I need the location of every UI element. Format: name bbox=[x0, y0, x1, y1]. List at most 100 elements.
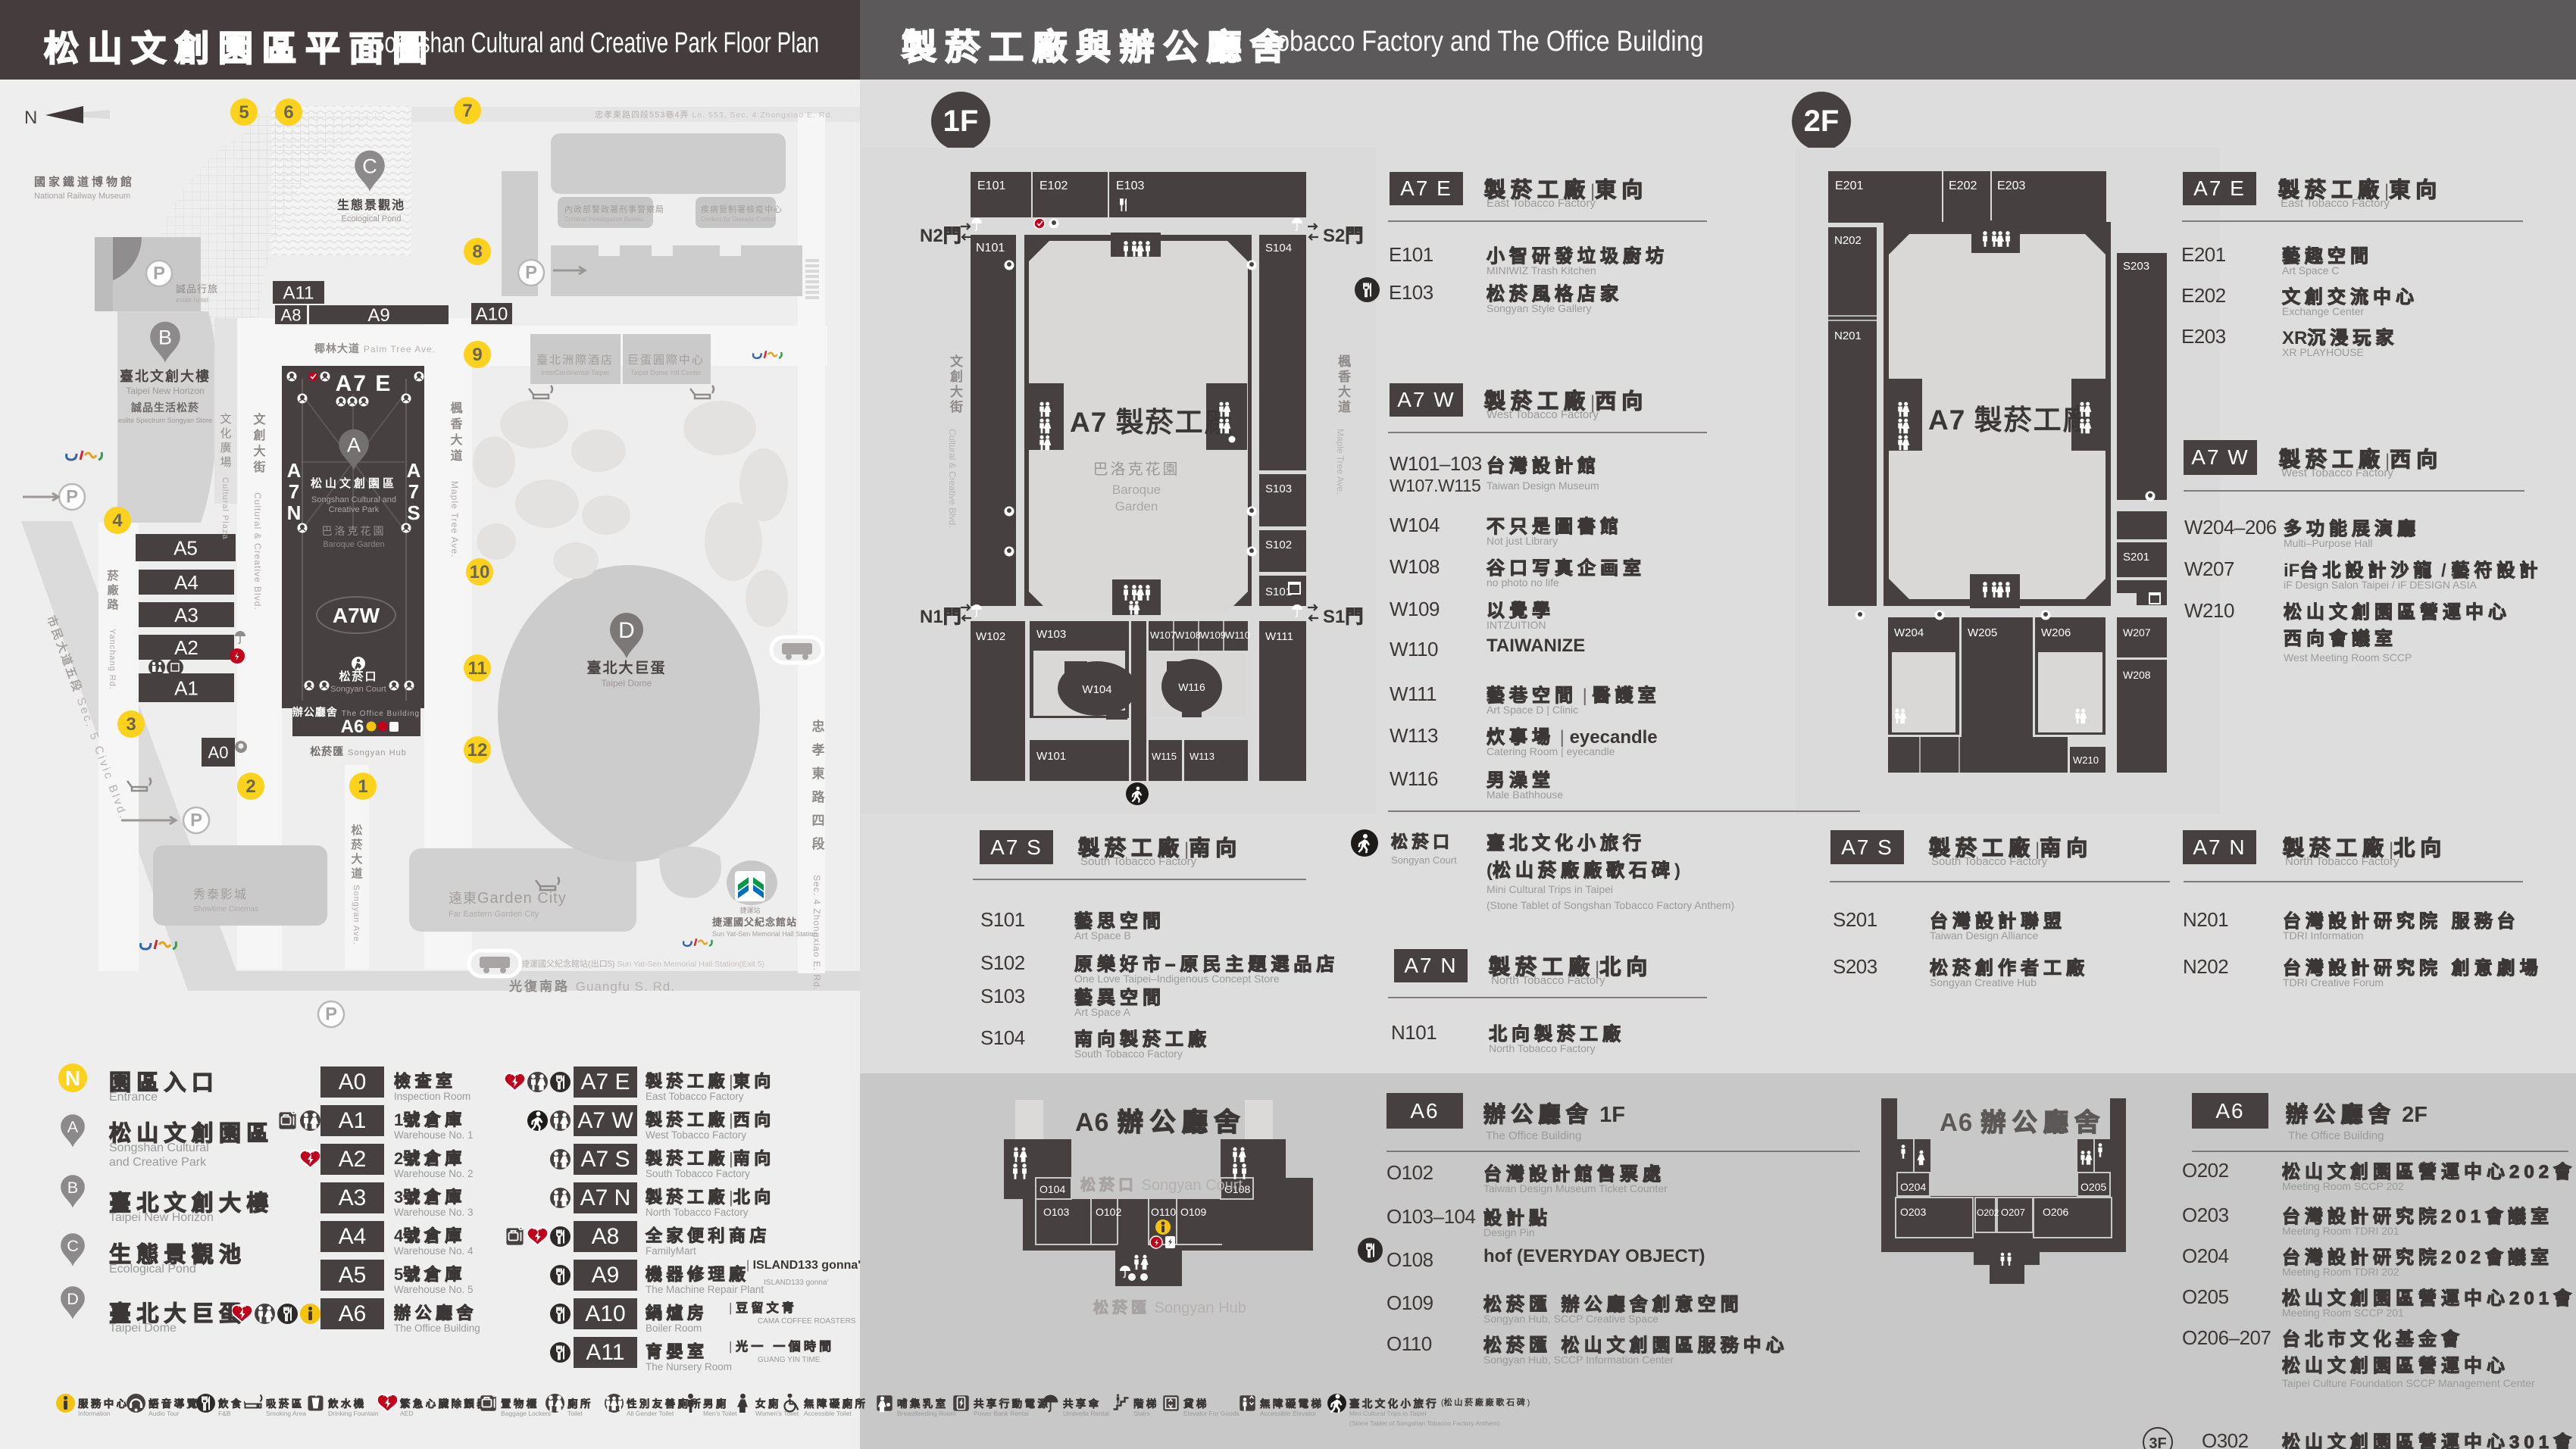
svg-text:O108: O108 bbox=[1224, 1183, 1250, 1195]
svg-text:National Railway Museum: National Railway Museum bbox=[34, 192, 130, 201]
svg-text:Cultural Plaza: Cultural Plaza bbox=[220, 477, 230, 539]
svg-text:W109: W109 bbox=[1200, 629, 1226, 641]
svg-text:W103: W103 bbox=[1036, 628, 1066, 641]
svg-text:N101: N101 bbox=[976, 242, 1005, 255]
svg-text:S103: S103 bbox=[1265, 482, 1292, 495]
svg-text:N: N bbox=[287, 501, 302, 524]
svg-text:W111: W111 bbox=[1265, 630, 1293, 643]
svg-text:Far Eastern Garden City: Far Eastern Garden City bbox=[449, 910, 539, 919]
svg-text:臺北洲際酒店: 臺北洲際酒店 bbox=[536, 354, 614, 367]
svg-text:A7W: A7W bbox=[333, 604, 380, 627]
svg-text:N: N bbox=[65, 1066, 80, 1090]
svg-text:A7 製菸工廠: A7 製菸工廠 bbox=[1928, 404, 2093, 436]
svg-text:P: P bbox=[190, 810, 202, 831]
svg-text:疾病管制署檢疫中心: 疾病管制署檢疫中心 bbox=[701, 204, 783, 214]
svg-text:W204: W204 bbox=[1894, 626, 1924, 639]
svg-text:12: 12 bbox=[467, 740, 488, 760]
svg-text:巨蛋圓際中心: 巨蛋圓際中心 bbox=[627, 354, 705, 367]
svg-text:A: A bbox=[67, 1117, 79, 1136]
svg-text:Centers for Disease Control: Centers for Disease Control bbox=[701, 216, 776, 223]
svg-text:S201: S201 bbox=[2123, 551, 2149, 564]
svg-text:文創大街: 文創大街 bbox=[252, 412, 267, 476]
svg-text:AED: AED bbox=[237, 1304, 246, 1308]
svg-text:楓香大道: 楓香大道 bbox=[449, 401, 464, 465]
svg-text:W115: W115 bbox=[1152, 751, 1177, 762]
svg-text:B: B bbox=[158, 326, 172, 348]
svg-text:6: 6 bbox=[283, 102, 293, 123]
svg-text:W108: W108 bbox=[1175, 629, 1201, 641]
svg-text:誠品生活松菸: 誠品生活松菸 bbox=[131, 401, 199, 414]
svg-text:10: 10 bbox=[470, 562, 490, 582]
svg-text:A: A bbox=[407, 459, 421, 482]
svg-text:Baroque: Baroque bbox=[1112, 482, 1161, 497]
svg-text:S203: S203 bbox=[2123, 260, 2149, 273]
svg-text:A10: A10 bbox=[476, 304, 508, 325]
svg-text:松菸匯 Songyan Hub: 松菸匯 Songyan Hub bbox=[310, 745, 407, 757]
svg-text:Ecological Pond: Ecological Pond bbox=[342, 214, 402, 223]
svg-text:A3: A3 bbox=[174, 604, 199, 626]
svg-text:內政部警政署刑事警察局: 內政部警政署刑事警察局 bbox=[564, 204, 664, 214]
svg-text:Songshan Cultural and: Songshan Cultural and bbox=[311, 495, 396, 504]
svg-text:O203: O203 bbox=[1900, 1206, 1926, 1218]
svg-text:S101: S101 bbox=[1265, 586, 1292, 598]
svg-text:W107: W107 bbox=[1150, 629, 1176, 641]
svg-text:A4: A4 bbox=[174, 571, 199, 594]
svg-text:C: C bbox=[362, 155, 377, 177]
svg-text:松菸大道: 松菸大道 bbox=[350, 823, 363, 882]
svg-text:A11: A11 bbox=[283, 283, 314, 304]
svg-text:P: P bbox=[325, 1004, 337, 1025]
svg-text:Taipei New Horizon: Taipei New Horizon bbox=[126, 386, 204, 396]
svg-text:E202: E202 bbox=[1949, 180, 1977, 192]
svg-text:AED: AED bbox=[510, 1072, 519, 1076]
svg-text:D: D bbox=[618, 618, 635, 643]
svg-text:eslite hotel: eslite hotel bbox=[176, 296, 208, 304]
svg-text:P: P bbox=[525, 263, 537, 283]
svg-text:巴洛克花園: 巴洛克花園 bbox=[1093, 461, 1180, 478]
svg-text:W207: W207 bbox=[2123, 626, 2151, 639]
svg-text:5: 5 bbox=[239, 102, 249, 123]
svg-text:Yanchang Rd.: Yanchang Rd. bbox=[108, 629, 117, 690]
svg-text:W113: W113 bbox=[1190, 751, 1215, 762]
svg-text:Cultural & Creative Blvd.: Cultural & Creative Blvd. bbox=[252, 492, 263, 611]
svg-text:國家鐵道博物館: 國家鐵道博物館 bbox=[34, 175, 135, 189]
svg-text:O206: O206 bbox=[2043, 1206, 2068, 1218]
svg-text:O109: O109 bbox=[1180, 1206, 1206, 1218]
svg-text:11: 11 bbox=[467, 658, 486, 679]
svg-text:E201: E201 bbox=[1835, 180, 1863, 192]
svg-text:W205: W205 bbox=[1968, 626, 1997, 639]
svg-text:Criminal Investigation Bureau: Criminal Investigation Bureau bbox=[564, 216, 644, 223]
svg-text:A2: A2 bbox=[174, 636, 199, 659]
svg-text:A7 製菸工廠: A7 製菸工廠 bbox=[1070, 406, 1234, 438]
svg-text:臺北文創大樓: 臺北文創大樓 bbox=[120, 368, 211, 384]
svg-text:A6: A6 bbox=[341, 717, 364, 737]
svg-text:A1: A1 bbox=[174, 676, 199, 699]
svg-text:W101: W101 bbox=[1036, 750, 1066, 763]
svg-text:O204: O204 bbox=[1900, 1181, 1926, 1193]
svg-text:S: S bbox=[407, 501, 420, 524]
svg-text:Showtime Cinemas: Showtime Cinemas bbox=[193, 905, 258, 913]
svg-text:AED: AED bbox=[305, 1149, 314, 1154]
svg-text:Taipei Dome: Taipei Dome bbox=[602, 678, 652, 689]
svg-text:巴洛克花園: 巴洛克花園 bbox=[322, 525, 386, 537]
svg-text:A: A bbox=[287, 459, 302, 482]
svg-text:捷運國父紀念館站: 捷運國父紀念館站 bbox=[712, 917, 797, 928]
svg-text:O102: O102 bbox=[1096, 1206, 1121, 1218]
svg-text:E102: E102 bbox=[1039, 180, 1068, 192]
svg-text:O207: O207 bbox=[2001, 1207, 2025, 1218]
svg-text:7: 7 bbox=[408, 480, 419, 503]
svg-text:A9: A9 bbox=[367, 305, 389, 326]
svg-text:Songyan Ave.: Songyan Ave. bbox=[352, 885, 361, 945]
svg-text:N202: N202 bbox=[1834, 234, 1862, 247]
svg-text:椰林大道 Palm Tree Ave.: 椰林大道 Palm Tree Ave. bbox=[314, 342, 436, 354]
svg-text:Sun Yat-Sen Memorial Hall Stat: Sun Yat-Sen Memorial Hall Station bbox=[712, 930, 817, 938]
svg-text:Songyan Court: Songyan Court bbox=[330, 685, 386, 694]
svg-text:Maple Tree Ave.: Maple Tree Ave. bbox=[449, 481, 460, 558]
svg-text:松山文創園區: 松山文創園區 bbox=[311, 476, 397, 490]
svg-text:W208: W208 bbox=[2123, 669, 2151, 681]
svg-text:E101: E101 bbox=[977, 180, 1005, 192]
svg-text:松菸口: 松菸口 bbox=[339, 670, 377, 683]
svg-text:8: 8 bbox=[472, 242, 482, 262]
svg-text:光復南路 Guangfu S. Rd.: 光復南路 Guangfu S. Rd. bbox=[508, 979, 675, 994]
svg-text:W116: W116 bbox=[1178, 681, 1205, 693]
svg-text:捷運國父紀念館站(出口5) Sun Yat-Sen Memo: 捷運國父紀念館站(出口5) Sun Yat-Sen Memorial Hall … bbox=[521, 958, 764, 969]
